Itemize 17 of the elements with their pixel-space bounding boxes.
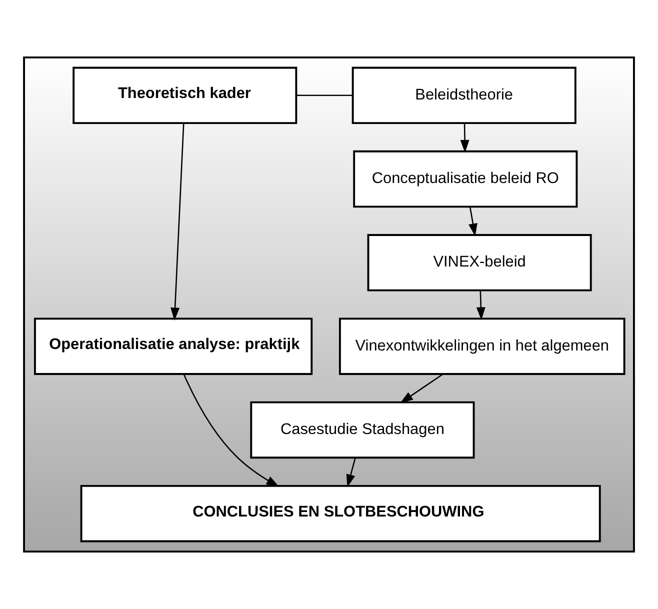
cluster [23,56,635,553]
node-box: Beleidstheorie [352,66,576,124]
arrow [170,123,184,321]
arrow [476,290,486,320]
node-box: Conceptualisatie beleid RO [353,150,578,208]
node-box: CONCLUSIES EN SLOTBESCHOUWING [80,484,601,542]
arrow [468,206,478,236]
arrow [400,374,444,404]
node-box: Operationalisatie analyse: praktijk [34,318,313,375]
node-box: Casestudie Stadshagen [250,401,475,459]
node-box: VINEX-beleid [367,234,592,292]
arrow [346,458,356,488]
node-box: Theoretisch kader [72,66,298,124]
arrow [460,123,470,153]
arrow [183,374,280,487]
node-box: Vinexontwikkelingen in het algemeen [338,318,626,375]
connector [296,94,353,96]
